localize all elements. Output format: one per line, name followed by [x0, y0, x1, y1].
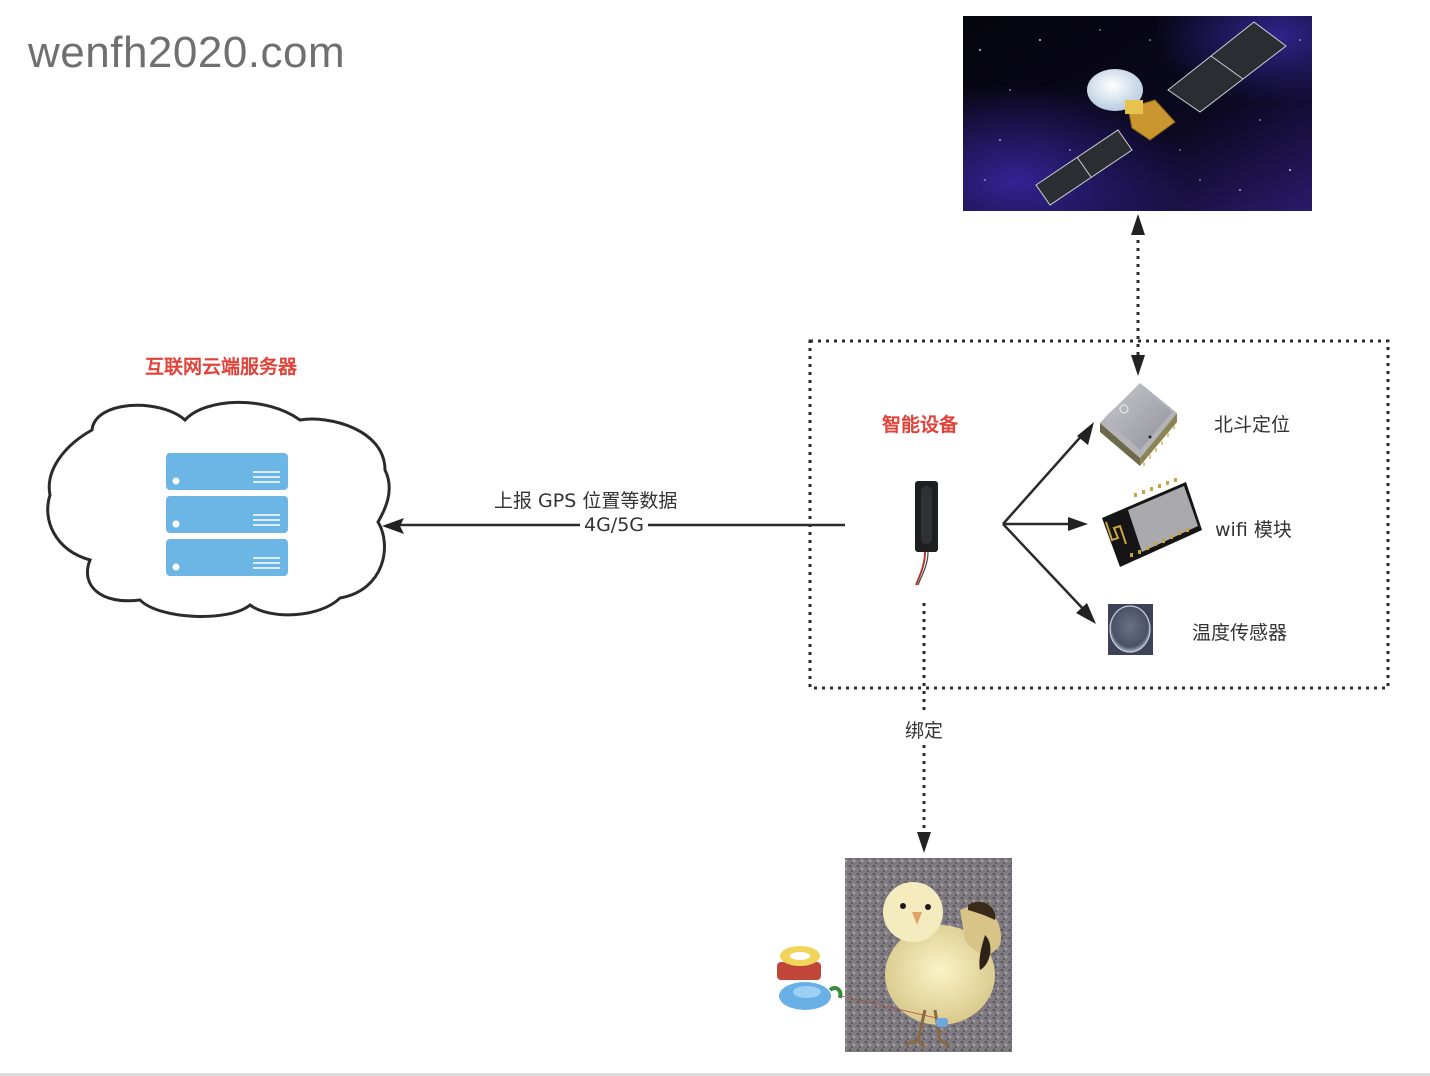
binding-label: 绑定	[905, 716, 944, 743]
component-arrows	[1002, 422, 1096, 624]
smart-device-title: 智能设备	[882, 414, 959, 436]
bottom-divider	[0, 1073, 1430, 1076]
cloud-server	[46, 400, 391, 618]
chick-with-leg-ring-image	[777, 858, 1012, 1052]
uplink-protocol-label: 4G/5G	[582, 514, 647, 536]
uplink-label: 上报 GPS 位置等数据	[494, 490, 678, 512]
arrowhead-down-icon	[917, 832, 931, 853]
satellite-link-arrow	[1131, 214, 1145, 376]
arrowhead-down-icon	[1131, 355, 1145, 376]
uplink-arrow	[382, 518, 845, 534]
server-rack-icon	[166, 453, 288, 576]
component-label-temperature: 温度传感器	[1192, 622, 1288, 644]
smart-device-boundary	[808, 339, 1390, 690]
satellite-image	[963, 16, 1312, 211]
binding-arrow	[917, 603, 931, 853]
beidou-module-icon	[1100, 383, 1177, 466]
arrowhead-left-icon	[382, 518, 404, 534]
arrowhead-up-icon	[1131, 214, 1145, 235]
watermark: wenfh2020.com	[28, 28, 346, 77]
temperature-sensor-icon	[1108, 604, 1153, 655]
component-label-wifi: wifi 模块	[1215, 519, 1292, 541]
cloud-server-title: 互联网云端服务器	[145, 356, 298, 378]
component-label-beidou: 北斗定位	[1214, 414, 1291, 436]
gps-tracker-icon	[915, 481, 938, 586]
wifi-module-icon	[1102, 478, 1202, 567]
